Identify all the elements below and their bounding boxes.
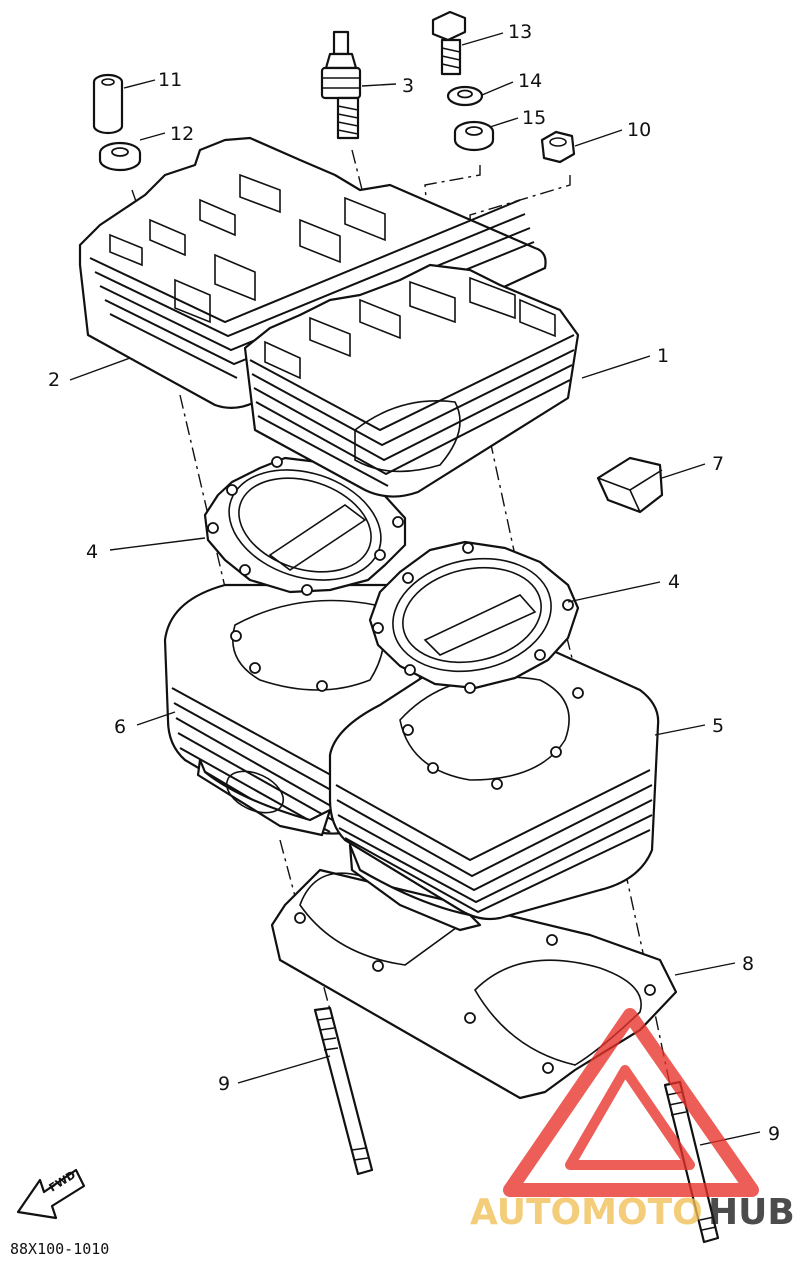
callout-4-left: 4 [86,541,98,563]
bolt-13 [431,10,467,76]
callout-9-right: 9 [768,1123,780,1145]
callout-8: 8 [742,953,754,975]
callout-2: 2 [48,369,60,391]
watermark-brand-left: AUTOMOTO [470,1192,703,1233]
leader-lines [69,32,761,1146]
washer-15 [453,120,495,152]
callout-14: 14 [518,70,542,92]
damper-7 [596,456,664,514]
nut-10 [540,130,576,164]
cylinder-head-rear [78,136,547,409]
callout-13: 13 [508,21,532,43]
callout-12: 12 [170,123,194,145]
washer-12 [98,141,142,172]
callout-6: 6 [114,716,126,738]
callout-7: 7 [712,453,724,475]
cylinder-head-front [243,263,580,498]
callout-3: 3 [402,75,414,97]
callout-15: 15 [522,107,546,129]
callout-4-right: 4 [668,571,680,593]
callout-11: 11 [158,69,182,91]
callout-9-left: 9 [218,1073,230,1095]
spark-plug [320,30,362,140]
callout-1: 1 [657,345,669,367]
stud-bolt-left [313,1006,374,1176]
automotohub-logo-watermark: AUTOMOTO HUB [470,1008,795,1233]
watermark-brand-right: HUB [708,1192,795,1233]
callout-10: 10 [627,119,651,141]
callout-5: 5 [712,715,724,737]
callout-labels: 1 2 3 4 4 5 6 7 8 9 9 10 11 12 13 14 15 [48,21,780,1145]
head-gasket-right [368,540,580,694]
collar-11 [92,73,124,135]
spring-washer-14 [446,85,484,107]
diagram-code: 88X100-1010 [10,1240,109,1258]
forward-arrow-icon: FWD [16,1168,86,1220]
cylinder-right [328,633,660,932]
